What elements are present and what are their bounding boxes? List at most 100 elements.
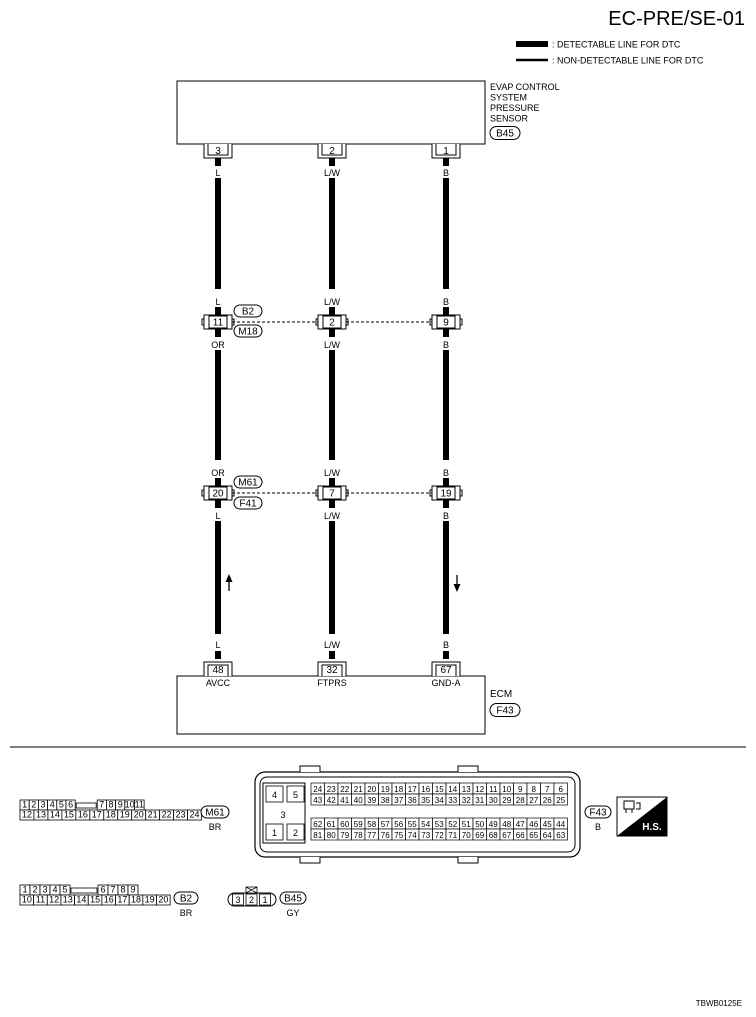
f43-cell-text: 36 — [408, 796, 417, 805]
f43-cell-text: 65 — [529, 831, 538, 840]
f43-cell-text: 54 — [421, 820, 430, 829]
sensor-pin-group: 1 — [431, 144, 461, 159]
b45-pin — [259, 893, 271, 906]
b2-row1-cell-text: 5 — [62, 885, 67, 895]
f43-cell-text: 28 — [516, 796, 525, 805]
junction1-lower-label — [233, 324, 263, 338]
f43-cell-text: 77 — [367, 831, 376, 840]
f43-cell-text: 41 — [340, 796, 349, 805]
f43-cell-text: 73 — [421, 831, 430, 840]
ecm-pin — [321, 664, 343, 676]
f43-cell-text: 26 — [543, 796, 552, 805]
m61-row1-cell-text: 3 — [40, 800, 45, 810]
f43-cell-text: 13 — [462, 785, 471, 794]
b2-row1-blank — [70, 887, 98, 894]
b45-lock-tab — [245, 886, 258, 894]
junction1-pin — [436, 315, 456, 329]
junction1-lower-label-text: M18 — [238, 327, 258, 338]
f43-cell-text: 6 — [559, 785, 564, 794]
b45-pin — [232, 893, 244, 906]
ecm-terminal-name: GND-A — [432, 678, 461, 688]
f43-cell-text: 60 — [340, 820, 349, 829]
wire-color-label: OR — [211, 340, 225, 350]
junction1-upper-label — [233, 304, 263, 318]
f43-cell-text: 40 — [354, 796, 363, 805]
f43-row4-cell — [553, 828, 568, 841]
junction2-lower-label-text: F41 — [239, 499, 257, 510]
m61-row1-cell-text: 5 — [59, 800, 64, 810]
m61-row2-cell-text: 17 — [92, 810, 102, 820]
junction1-pin — [322, 315, 342, 329]
f43-cell-text: 61 — [327, 820, 336, 829]
m61-row1-cell-text: 1 — [22, 800, 27, 810]
ecm-box — [176, 675, 486, 735]
b2-face-label-text: B2 — [180, 894, 193, 905]
m61-row2-cell-text: 13 — [36, 810, 46, 820]
junction1-pin-tabs — [429, 318, 463, 326]
ecm-pin — [435, 664, 457, 676]
ecm-connector-label-text: F43 — [496, 706, 514, 717]
wire-color-label: B — [443, 168, 449, 178]
ecm-pin-text: 48 — [212, 665, 224, 676]
f43-cell-text: 10 — [502, 785, 511, 794]
f43-cell-text: 70 — [462, 831, 471, 840]
m61-row1-cell-text: 4 — [50, 800, 55, 810]
wire-color-label: OR — [211, 468, 225, 478]
sensor-pin-text: 1 — [443, 146, 449, 157]
sensor-pin — [207, 144, 229, 156]
f43-cell-text: 14 — [448, 785, 457, 794]
f43-face-label — [584, 805, 612, 819]
junction2-pin-text: 20 — [212, 489, 224, 500]
m61-row2-cell-text: 20 — [134, 810, 144, 820]
junction1-pin — [208, 315, 228, 329]
junction1-pin-group: 2 — [315, 314, 349, 330]
legend-text-thick: : DETECTABLE LINE FOR DTC — [552, 40, 681, 50]
f43-cell-text: 53 — [435, 820, 444, 829]
f43-cell-text: 33 — [448, 796, 457, 805]
f43-cell-text: 72 — [435, 831, 444, 840]
f43-cell-text: 74 — [408, 831, 417, 840]
junction1-pin-text: 11 — [213, 318, 224, 329]
wire-color-label: L/W — [324, 297, 341, 307]
f43-cell-text: 43 — [313, 796, 322, 805]
b2-row1-cell-text: 1 — [22, 885, 27, 895]
m61-row1-cell-text: 9 — [118, 800, 123, 810]
f43-cell-text: 57 — [381, 820, 390, 829]
b2-row2-cell-text: 20 — [158, 895, 168, 905]
sensor-connector-label-group: B45 — [489, 126, 521, 140]
f43-cell-text: 23 — [327, 785, 336, 794]
b45-wire-color: GY — [286, 908, 299, 918]
f43-wire-color: B — [595, 822, 601, 832]
f43-cell-text: 30 — [489, 796, 498, 805]
m61-row2-cell-text: 15 — [64, 810, 74, 820]
f43-cell-text: 50 — [475, 820, 484, 829]
f43-cell-text: 45 — [543, 820, 552, 829]
f43-cell-text: 9 — [518, 785, 523, 794]
ecm-pin-group: 48 — [203, 661, 233, 676]
ecm-pin-group: 32 — [317, 661, 347, 676]
legend-text-thin: : NON-DETECTABLE LINE FOR DTC — [552, 56, 704, 66]
junction2-pin-tabs — [429, 489, 463, 497]
m61-row1-cell-text: 2 — [31, 800, 36, 810]
sensor-pin-group: 2 — [317, 144, 347, 159]
f43-cell-text: 19 — [381, 785, 390, 794]
sensor-name-line: EVAP CONTROL — [490, 82, 560, 92]
f43-cell-text: 81 — [313, 831, 322, 840]
sensor-name-line: PRESSURE — [490, 103, 540, 113]
wire-color-label: L/W — [324, 340, 341, 350]
f43-cell-text: 24 — [313, 785, 322, 794]
f43-cell-text: 31 — [475, 796, 484, 805]
f43-cell-text: 16 — [421, 785, 430, 794]
f43-cell-text: 18 — [394, 785, 403, 794]
f43-cell-text: 51 — [462, 820, 471, 829]
b2-row2-cell-text: 15 — [90, 895, 100, 905]
junction2-pin-group: 7 — [315, 485, 349, 501]
junction2-pin-text: 19 — [440, 489, 452, 500]
f43-cell-text: 66 — [516, 831, 525, 840]
f43-cell-text: 76 — [381, 831, 390, 840]
